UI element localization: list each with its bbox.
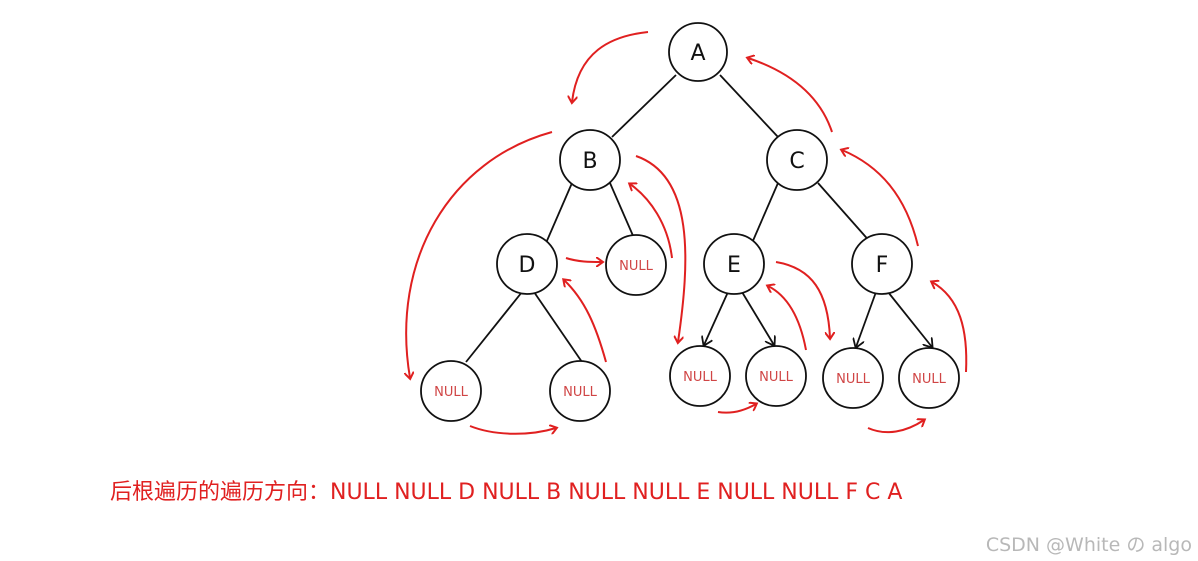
node-f: F — [851, 233, 913, 295]
edge-d-null-right — [533, 291, 583, 363]
node-e-null-right-label: NULL — [759, 370, 793, 385]
edge-b-d — [545, 182, 573, 244]
edge-e-null-left — [704, 291, 729, 345]
edge-e-null-right — [741, 291, 774, 345]
edge-b-null — [609, 182, 635, 239]
node-d-label: D — [519, 253, 536, 278]
node-a: A — [668, 22, 728, 82]
arrow-f-null-left-to-right — [867, 420, 924, 434]
arrow-c-to-a — [748, 58, 833, 133]
arrow-f-null-right-to-f — [932, 282, 968, 373]
arrow-e-to-f-null-left — [775, 261, 830, 338]
edge-a-c — [719, 74, 779, 138]
edge-c-e — [751, 182, 779, 244]
arrow-e-null-left-to-right — [717, 404, 756, 414]
node-d-null-right: NULL — [549, 360, 611, 422]
node-e-label: E — [727, 253, 741, 278]
node-e-null-left-label: NULL — [683, 370, 717, 385]
node-d-null-right-label: NULL — [563, 385, 597, 400]
node-a-label: A — [690, 41, 705, 66]
arrow-a-to-b — [572, 31, 649, 102]
arrow-d-to-b-null — [565, 258, 602, 262]
tree-edges — [465, 74, 932, 363]
arrow-e-null-right-to-e — [768, 286, 807, 351]
node-f-null-right: NULL — [898, 347, 960, 409]
arrow-d-null-right-to-d — [564, 280, 607, 363]
arrow-d-null-left-to-right — [469, 426, 556, 435]
node-f-null-left-label: NULL — [836, 372, 870, 387]
edge-d-null-left — [465, 291, 523, 363]
edge-f-null-left — [856, 291, 877, 347]
watermark: CSDN @White の algo — [985, 534, 1192, 556]
node-b: B — [559, 129, 621, 191]
arrow-b-to-d-null-left — [406, 131, 553, 378]
node-c-label: C — [789, 149, 804, 174]
node-e-null-left: NULL — [669, 345, 731, 407]
edge-f-null-right — [887, 291, 932, 347]
traversal-arrows — [406, 31, 968, 435]
traversal-caption: 后根遍历的遍历方向：NULL NULL D NULL B NULL NULL E… — [110, 480, 903, 505]
arrow-b-null-to-b — [630, 184, 673, 259]
node-c: C — [766, 129, 828, 191]
node-d-null-left-label: NULL — [434, 385, 468, 400]
arrow-f-to-c — [842, 150, 919, 247]
tree-nodes: A B C D NULL E — [420, 22, 960, 422]
node-f-null-right-label: NULL — [912, 372, 946, 387]
node-d-null-left: NULL — [420, 360, 482, 422]
node-e: E — [703, 233, 765, 295]
arrow-b-to-e-null-left — [635, 155, 687, 342]
node-f-null-left: NULL — [822, 347, 884, 409]
node-e-null-right: NULL — [745, 345, 807, 407]
node-b-label: B — [582, 149, 597, 174]
node-d: D — [496, 233, 558, 295]
node-b-null: NULL — [605, 234, 667, 296]
edge-c-f — [817, 182, 873, 245]
node-f-label: F — [876, 253, 889, 278]
node-b-null-label: NULL — [619, 259, 653, 274]
edge-a-b — [611, 74, 677, 138]
